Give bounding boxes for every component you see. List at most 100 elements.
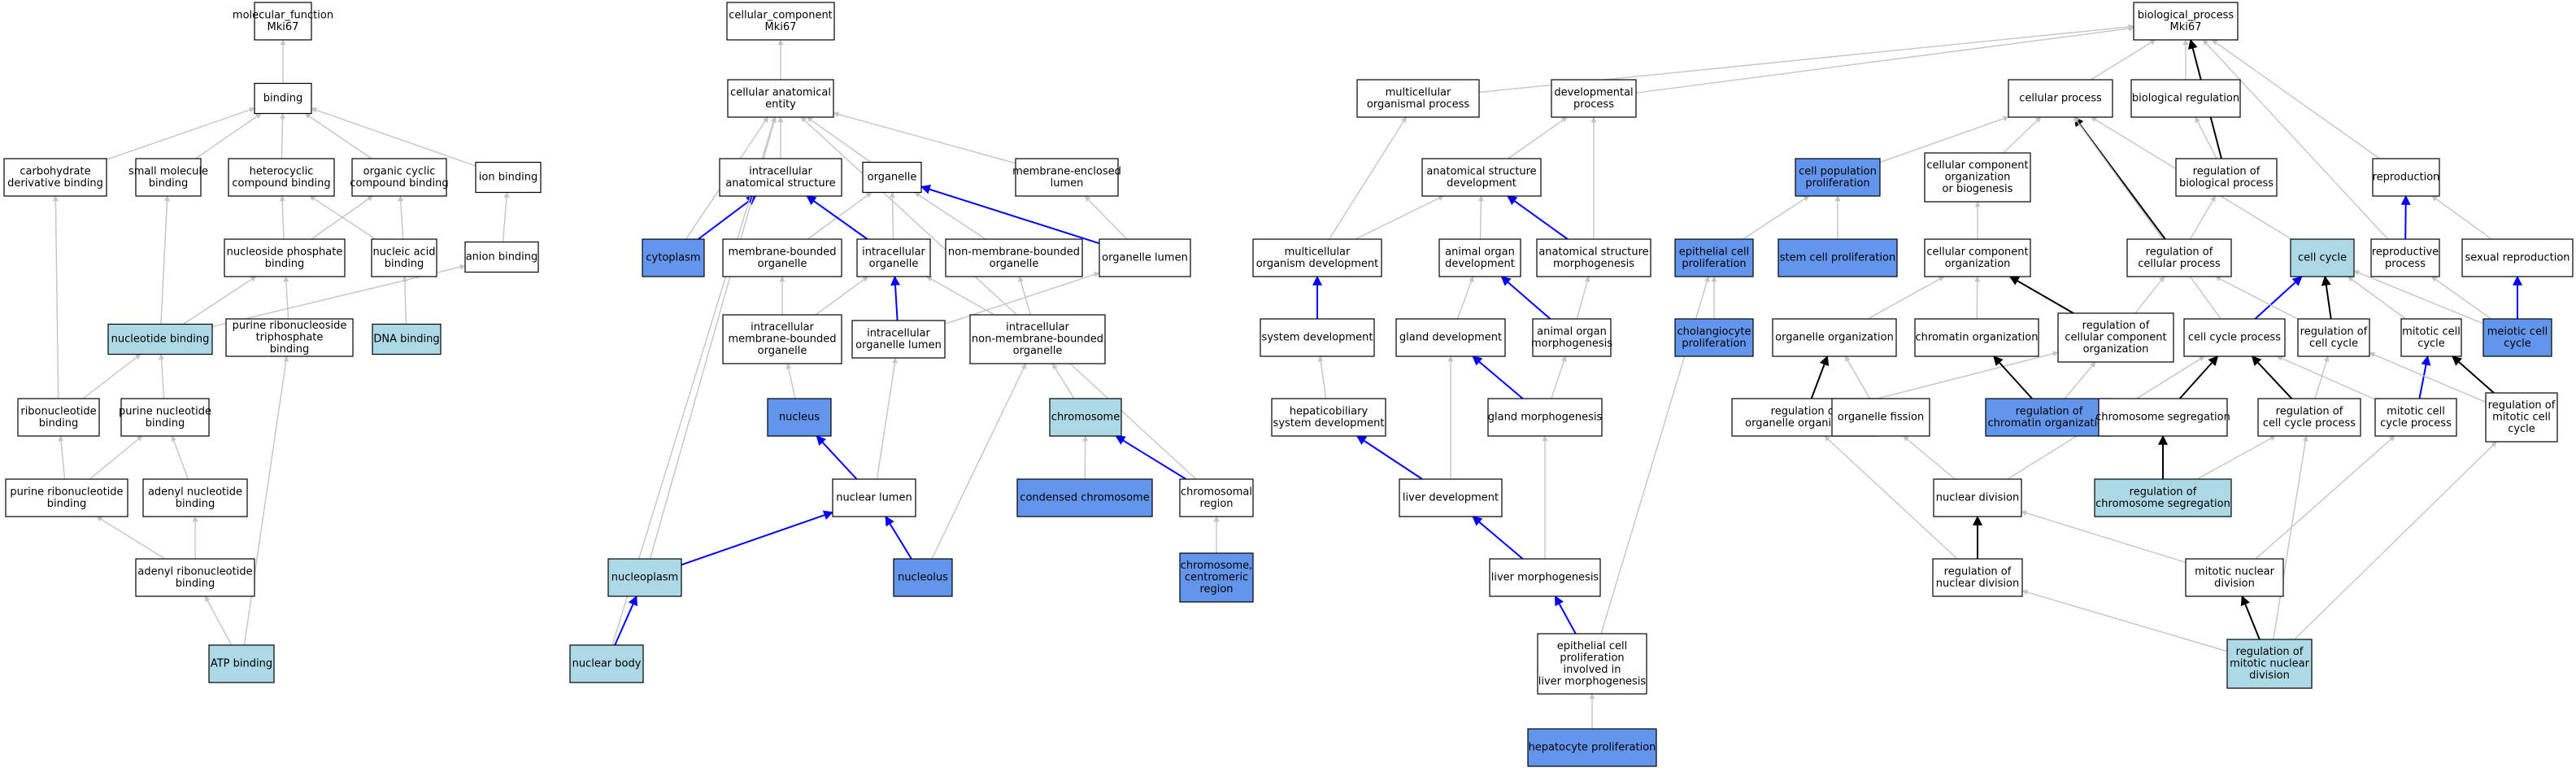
- term-node-cellproc: cellular process: [2008, 79, 2113, 118]
- term-label-line: proliferation: [1682, 258, 1746, 270]
- term-label-line: regulation of: [2016, 405, 2083, 417]
- edge-cytoplasm-to-intraas: [698, 195, 757, 240]
- term-node-bioreg: biological regulation: [2130, 79, 2241, 118]
- edge-regmitnuc-to-regccproc: [2273, 435, 2308, 640]
- term-label-line: organelle lumen: [1102, 252, 1188, 264]
- term-node-nucleus: nucleus: [767, 398, 832, 437]
- term-label-line: entity: [765, 98, 796, 111]
- term-box: [1179, 478, 1254, 517]
- edge-livermorph-to-liverdev: [1472, 516, 1524, 560]
- term-box: [1487, 398, 1603, 437]
- term-label-line: regulation of: [1771, 405, 1838, 417]
- term-node-organelle: organelle: [862, 161, 922, 194]
- edge-regccproc-to-ccproc: [2251, 355, 2293, 399]
- term-label-line: organelle: [990, 258, 1039, 270]
- term-label-line: centromeric: [1185, 572, 1248, 584]
- term-box: [208, 644, 275, 683]
- term-label-line: chromatin organization: [1916, 332, 2039, 344]
- term-label-line: developmental: [1554, 86, 1633, 98]
- term-label-line: cell cycle: [2309, 338, 2358, 350]
- term-node-cytoplasm: cytoplasm: [642, 238, 705, 277]
- term-label-line: purine ribonucleotide: [10, 486, 123, 498]
- edge-nucbody-to-nucleoplasm: [614, 595, 637, 646]
- edge-multidev-to-multiorg: [1328, 116, 1408, 240]
- term-box: [2133, 2, 2239, 41]
- edge-glanddev-to-animorgdev: [1456, 276, 1474, 320]
- term-label-line: cellular_component: [729, 9, 833, 21]
- term-box: [1536, 238, 1651, 277]
- term-label-line: small molecule: [128, 165, 208, 177]
- term-node-stemcell: stem cell proliferation: [1778, 238, 1898, 277]
- term-box: [475, 161, 542, 194]
- term-label-line: cellular component: [1926, 159, 2028, 172]
- term-label-line: lumen: [1051, 177, 1084, 190]
- term-label-line: process: [1573, 98, 1614, 111]
- term-label-line: liver development: [1403, 492, 1499, 504]
- term-label-line: binding: [47, 498, 86, 510]
- term-box: [1527, 728, 1657, 767]
- edge-orglumen-to-organelle: [920, 185, 1100, 245]
- term-label-line: organelle: [869, 258, 919, 270]
- term-label-line: DNA binding: [373, 334, 439, 346]
- term-box: [945, 238, 1083, 277]
- term-node-livermorph: liver morphogenesis: [1489, 558, 1601, 597]
- edge-regcc-to-regcell: [2214, 276, 2299, 320]
- term-label-line: proliferation: [1560, 652, 1624, 664]
- term-box: [1049, 398, 1122, 437]
- edge-orgfission-to-organorg: [1844, 355, 1871, 399]
- edge-reproduction-to-bp_root: [2211, 39, 2380, 159]
- edge-orglumen-to-membencl: [1084, 195, 1128, 240]
- edge-regcell-to-regbio: [2189, 195, 2217, 240]
- term-label-line: compound binding: [232, 177, 330, 190]
- edge-regorgorg-to-regccorg: [1876, 351, 2059, 399]
- term-node-atp: ATP binding: [208, 644, 275, 683]
- term-box: [372, 323, 442, 355]
- edge-nucphos-to-hetero: [279, 195, 285, 240]
- edge-purnuc-to-nucleotide: [159, 353, 165, 399]
- node-layer: molecular_functionMki67bindingcarbohydra…: [3, 2, 2574, 767]
- term-label-line: regulation of: [1944, 565, 2012, 578]
- term-box: [1252, 238, 1382, 277]
- term-label-line: membrane-bounded: [728, 246, 836, 258]
- edge-nucleotide-to-nucphos: [182, 276, 257, 325]
- term-label-line: system development: [1262, 332, 1373, 344]
- term-label-line: cellular process: [2138, 258, 2221, 270]
- edge-mitccproc-to-ccproc: [2276, 355, 2376, 400]
- term-box: [135, 158, 202, 197]
- edge-membencl-to-cae: [833, 111, 1016, 164]
- term-box: [2185, 558, 2284, 597]
- term-label-line: cell population: [1799, 165, 1877, 177]
- term-label-line: biological process: [2179, 177, 2274, 190]
- edge-nonmemb-to-organelle: [914, 191, 986, 240]
- term-box: [2290, 238, 2355, 277]
- term-label-line: organelle organization: [1775, 332, 1894, 344]
- term-label-line: binding: [265, 258, 304, 270]
- term-label-line: heterocyclic: [250, 165, 314, 177]
- term-label-line: cycle: [2504, 338, 2531, 350]
- edge-orgcyc-to-binding: [304, 112, 372, 159]
- term-node-chromseg: chromosome segregation: [2095, 398, 2230, 437]
- edge-nucdiv-to-orgfission: [1903, 435, 1956, 480]
- term-node-nucleolus: nucleolus: [893, 558, 953, 597]
- edge-hepatobil-to-sysdev: [1317, 355, 1327, 399]
- term-box: [107, 323, 213, 355]
- term-label-line: intracellular: [751, 321, 814, 334]
- term-label-line: binding: [263, 93, 302, 105]
- term-box: [2226, 639, 2313, 689]
- term-box: [464, 241, 539, 273]
- term-label-line: cellular component: [1926, 246, 2028, 258]
- term-label-line: cellular process: [2019, 93, 2102, 105]
- term-label-line: cytoplasm: [646, 252, 700, 264]
- term-box: [1831, 398, 1930, 437]
- term-box: [1674, 318, 1754, 357]
- term-label-line: cycle process: [2380, 417, 2452, 430]
- term-node-condensed: condensed chromosome: [1016, 478, 1153, 517]
- edge-adenyl-to-purnuc: [171, 435, 189, 480]
- term-box: [607, 558, 682, 597]
